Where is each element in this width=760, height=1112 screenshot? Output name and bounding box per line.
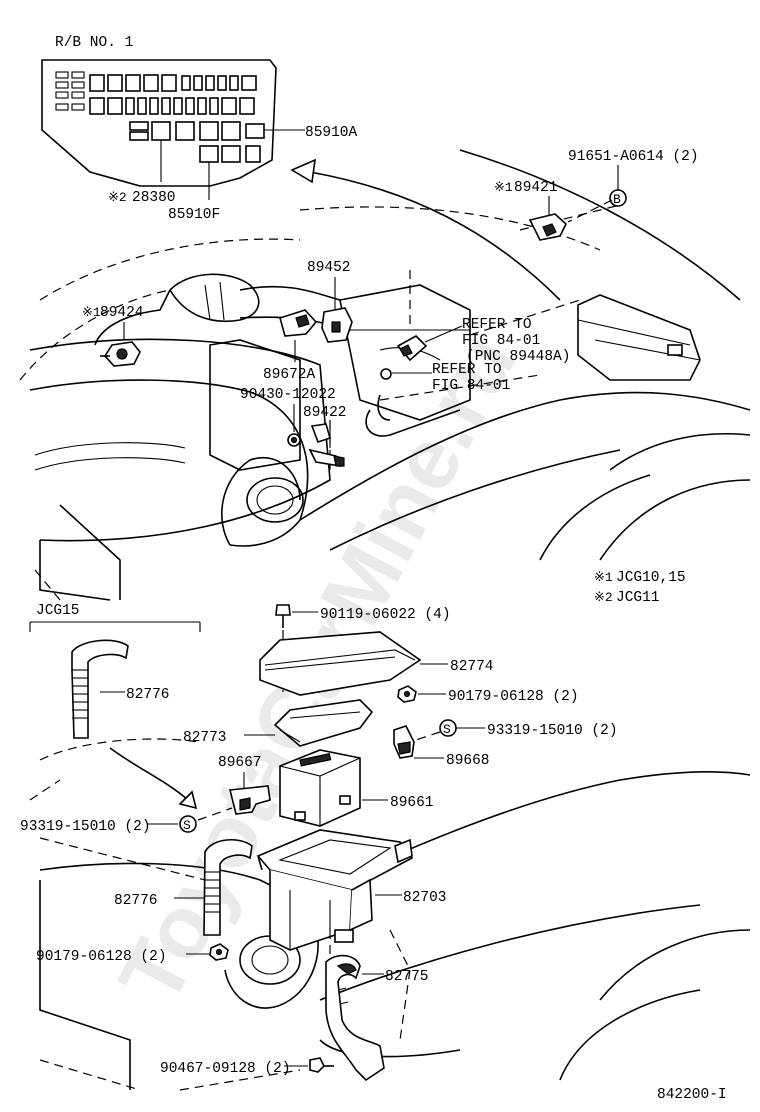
clip-90467	[309, 1057, 334, 1073]
label-82776-lower: 82776	[114, 893, 158, 909]
s-symbol-letter-b: S	[183, 818, 191, 833]
vehicle-body-outline-top	[19, 149, 751, 601]
b-symbol-letter: B	[613, 192, 621, 207]
label-91651-A0614: 91651-A0614 (2)	[568, 149, 699, 165]
ecu-module-top	[577, 294, 701, 381]
duct-82775	[325, 954, 385, 1082]
legend-text-1: JCG10,15	[616, 570, 686, 586]
b-symbol-icon	[609, 189, 627, 207]
nut-90179-b	[209, 943, 229, 961]
refer-to-1-line3: (PNC 89448A)	[466, 349, 570, 365]
label-90467-09128: 90467-09128 (2)	[160, 1061, 291, 1077]
label-89421: 89421	[514, 180, 558, 196]
label-90179-06128-b: 90179-06128 (2)	[36, 949, 167, 965]
label-89672A: 89672A	[263, 367, 316, 383]
hose-82776-inset	[71, 639, 129, 739]
ground-point-icon	[380, 368, 392, 380]
bracket-82773	[273, 699, 374, 747]
label-89667: 89667	[218, 755, 262, 771]
sensor-89668	[393, 725, 415, 759]
label-89452: 89452	[307, 260, 351, 276]
inset-arrow	[109, 747, 189, 801]
hose-82776-lower	[203, 839, 253, 936]
label-82703: 82703	[403, 890, 447, 906]
label-85910F: 85910F	[168, 207, 220, 223]
relay-block	[41, 59, 305, 200]
mark-note-2-a: ※2	[108, 190, 127, 205]
sensor-89672A	[279, 309, 318, 337]
label-82776-inset: 82776	[126, 687, 170, 703]
label-82774: 82774	[450, 659, 494, 675]
s-symbol-letter-a: S	[443, 722, 451, 737]
label-90179-06128-a: 90179-06128 (2)	[448, 689, 579, 705]
nut-90179-a	[397, 685, 417, 703]
legend-text-2: JCG11	[616, 590, 660, 606]
relay-block-title: R/B NO. 1	[55, 35, 133, 51]
refer-to-1-line2: FIG 84-01	[462, 333, 540, 349]
ecu-89661	[279, 749, 361, 827]
sensor-89424	[100, 341, 141, 367]
label-89668: 89668	[446, 753, 490, 769]
label-93319-15010-b: 93319-15010 (2)	[20, 819, 151, 835]
bolt-90119	[275, 604, 291, 628]
label-90430-12022: 90430-12022	[240, 387, 336, 403]
sensor-89667	[229, 785, 271, 815]
label-93319-15010-a: 93319-15010 (2)	[487, 723, 618, 739]
pointer-arrow	[290, 158, 561, 301]
label-82773: 82773	[183, 730, 227, 746]
s-symbol-icon-b	[179, 815, 197, 833]
mark-note-1-b: ※1	[82, 305, 101, 320]
diagram-code: 842200-I	[657, 1087, 727, 1103]
mark-note-1-a: ※1	[494, 180, 513, 195]
refer-to-1-line1: REFER TO	[462, 317, 532, 333]
label-85910A: 85910A	[305, 125, 358, 141]
tray-82703	[256, 829, 414, 951]
label-89424: 89424	[100, 305, 144, 321]
label-28380: 28380	[132, 190, 176, 206]
label-82775: 82775	[385, 969, 429, 985]
inset-title: JCG15	[36, 603, 80, 619]
label-89422: 89422	[303, 405, 347, 421]
label-89661: 89661	[390, 795, 434, 811]
ecu-cover-82774	[259, 631, 422, 696]
legend-mark-1: ※1	[594, 570, 613, 585]
refer-to-2-line2: FIG 84-01	[432, 378, 510, 394]
legend-mark-2: ※2	[594, 590, 613, 605]
connector-89448A	[396, 335, 428, 362]
label-90119-06022: 90119-06022 (4)	[320, 607, 451, 623]
refer-to-2-line1: REFER TO	[432, 362, 502, 378]
sensor-89422	[308, 423, 345, 468]
sensor-89421	[528, 213, 567, 241]
sensor-89452	[321, 307, 353, 343]
